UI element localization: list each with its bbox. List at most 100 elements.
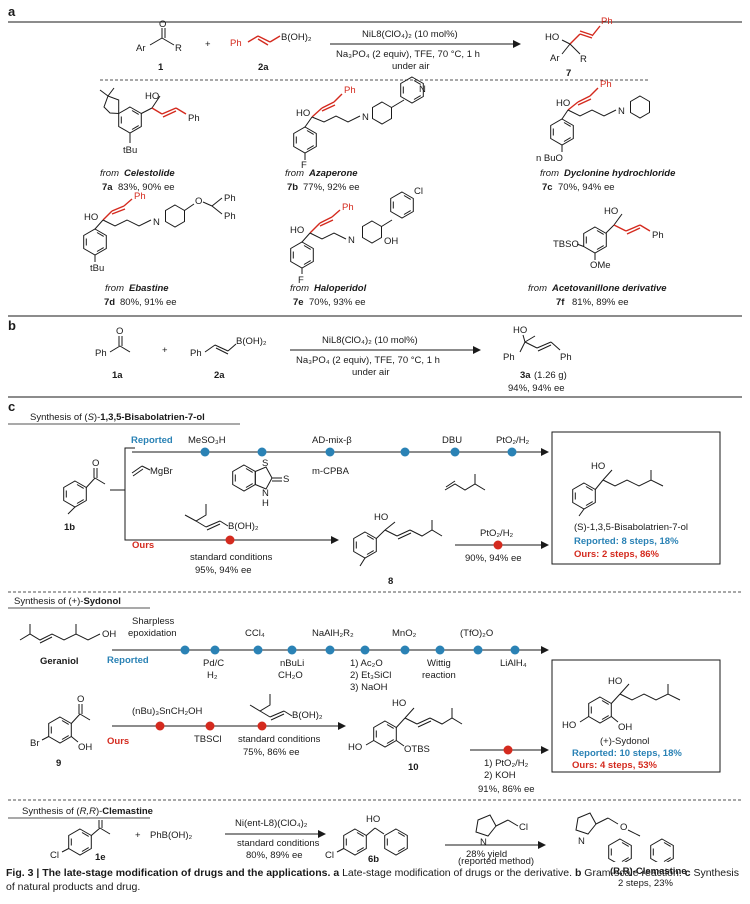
svg-text:O: O — [77, 694, 84, 705]
s2-bottom-label: Wittig — [427, 658, 451, 669]
svg-text:N: N — [153, 217, 160, 228]
caption-c-text: Synthesis of natural products and drug. — [6, 867, 739, 893]
svg-text:OH: OH — [384, 236, 398, 247]
svg-text:Ph: Ph — [560, 352, 572, 363]
structure-7e: F HO Ph N OH Cl — [290, 186, 423, 286]
s3-cond2: standard conditions — [237, 838, 320, 849]
plus-c: + — [135, 830, 141, 841]
s1-step-dot — [400, 447, 410, 457]
svg-text:Ph: Ph — [188, 113, 200, 124]
s3-title: Synthesis of (R,R)-Clemastine — [22, 806, 153, 817]
7d-yield: 80%, 91% ee — [120, 297, 177, 308]
isoprenyl-alkene — [444, 474, 486, 491]
s2-step-dot — [400, 645, 410, 655]
s3-ryield: 28% yield — [466, 849, 507, 860]
svg-text:HO: HO — [392, 698, 406, 709]
svg-text:HO: HO — [556, 98, 570, 109]
7f-id: 7f — [556, 297, 565, 308]
7e-from: from — [290, 283, 309, 294]
phenylboronic: PhB(OH)₂ — [150, 830, 193, 841]
7f-yield: 81%, 89% ee — [572, 297, 629, 308]
s2-top-label: NaAlH₂R₂ — [312, 628, 354, 639]
svg-text:Ph: Ph — [95, 348, 107, 359]
svg-text:Geraniol: Geraniol — [40, 656, 79, 667]
7b-yield: 77%, 92% ee — [303, 182, 360, 193]
s2-bottom-label: CH₂O — [278, 670, 303, 681]
7a-id: 7a — [102, 182, 113, 193]
cond-b-1: NiL8(ClO₄)₂ (10 mol%) — [322, 335, 418, 346]
s1-step-dot — [450, 447, 460, 457]
svg-text:Ph: Ph — [224, 211, 236, 222]
svg-text:Ph: Ph — [190, 348, 202, 359]
svg-text:OMe: OMe — [590, 260, 611, 271]
svg-text:N: N — [618, 106, 625, 117]
svg-text:HO: HO — [374, 512, 388, 523]
7c-from: from — [540, 168, 559, 179]
s1-product-box — [551, 431, 721, 565]
svg-text:HO: HO — [290, 225, 304, 236]
product-3a: HO Ph Ph — [503, 325, 572, 363]
plus-b: + — [162, 345, 168, 356]
product-7: HO Ph Ar R 7 — [545, 16, 613, 79]
7d-drug: Ebastine — [129, 283, 169, 294]
vinylboronic-b: Ph B(OH)₂ 2a — [190, 336, 267, 381]
s2-ours-dot — [155, 721, 165, 731]
s1-step-dot — [200, 447, 210, 457]
caption-a: a — [333, 867, 340, 879]
s2-dep2: 2) KOH — [484, 770, 516, 781]
s1-step-dot — [257, 447, 267, 457]
svg-text:Ph: Ph — [652, 230, 664, 241]
svg-text:Ph: Ph — [600, 79, 612, 90]
s2-top-label: epoxidation — [128, 628, 177, 639]
svg-text:HO: HO — [545, 32, 559, 43]
s1-std: standard conditions — [190, 552, 273, 563]
s2-bottom-label: 1) Ac₂O — [350, 658, 383, 669]
s3-rmethod: (reported method) — [458, 856, 535, 867]
svg-text:HO: HO — [562, 720, 576, 731]
figure-caption: Fig. 3 | The late-stage modification of … — [6, 866, 744, 894]
s2-title: Synthesis of (+)-Sydonol — [14, 596, 121, 607]
svg-text:Cl: Cl — [325, 850, 334, 861]
svg-text:Ph: Ph — [230, 38, 242, 49]
s2-step-dot — [510, 645, 520, 655]
s2-bottom-label: nBuLi — [280, 658, 304, 669]
cond-a-1: NiL8(ClO₄)₂ (10 mol%) — [362, 29, 458, 40]
svg-text:Ar: Ar — [550, 53, 560, 64]
acetophenone-1a: Ph O 1a — [95, 326, 131, 381]
7e-yield: 70%, 93% ee — [309, 297, 366, 308]
structure-1b: O 1b — [63, 458, 106, 533]
7a-drug: Celestolide — [124, 168, 175, 179]
structure-1e: Cl 1e — [50, 820, 111, 862]
s2-bottom-label: reaction — [422, 670, 456, 681]
svg-text:OH: OH — [102, 629, 116, 640]
s2-top-label: Sharpless — [132, 616, 174, 627]
s2-bottom-label: 3) NaOH — [350, 682, 388, 693]
panel-c-label: c — [8, 399, 15, 414]
7a-yield: 83%, 90% ee — [118, 182, 175, 193]
svg-text:O: O — [159, 19, 166, 30]
s3-cond-yield: 80%, 89% ee — [246, 850, 303, 861]
scheme-canvas: a O Ar R 1 + Ph B(OH)₂ 2a NiL8(ClO₄)₂ (1… — [8, 4, 742, 862]
caption-c: c — [684, 867, 691, 879]
svg-text:n BuO: n BuO — [536, 153, 563, 164]
svg-text:Ph: Ph — [601, 16, 613, 27]
structure-geraniol: OH Geraniol — [19, 624, 116, 667]
s2-bottom-label: Pd/C — [203, 658, 224, 669]
vinylboronic-2a: Ph B(OH)₂ 2a — [230, 32, 312, 73]
svg-text:Ph: Ph — [503, 352, 515, 363]
s1-ours-label: Ours — [132, 540, 154, 551]
svg-text:tBu: tBu — [123, 145, 137, 156]
7e-drug: Haloperidol — [314, 283, 367, 294]
svg-text:8: 8 — [388, 576, 393, 587]
benzothiazolethione: S S N H — [232, 458, 289, 509]
s2-box-name: (+)-Sydonol — [600, 736, 649, 747]
svg-text:N: N — [262, 488, 269, 499]
ketone-1: O Ar R 1 — [136, 19, 182, 73]
s2-std: standard conditions — [238, 734, 321, 745]
s2-step-dot — [325, 645, 335, 655]
s1-step-label: DBU — [442, 435, 462, 446]
panel-a-label: a — [8, 4, 16, 19]
svg-text:TBSO: TBSO — [553, 239, 579, 250]
svg-text:HO: HO — [608, 676, 622, 687]
svg-text:Ph: Ph — [342, 202, 354, 213]
